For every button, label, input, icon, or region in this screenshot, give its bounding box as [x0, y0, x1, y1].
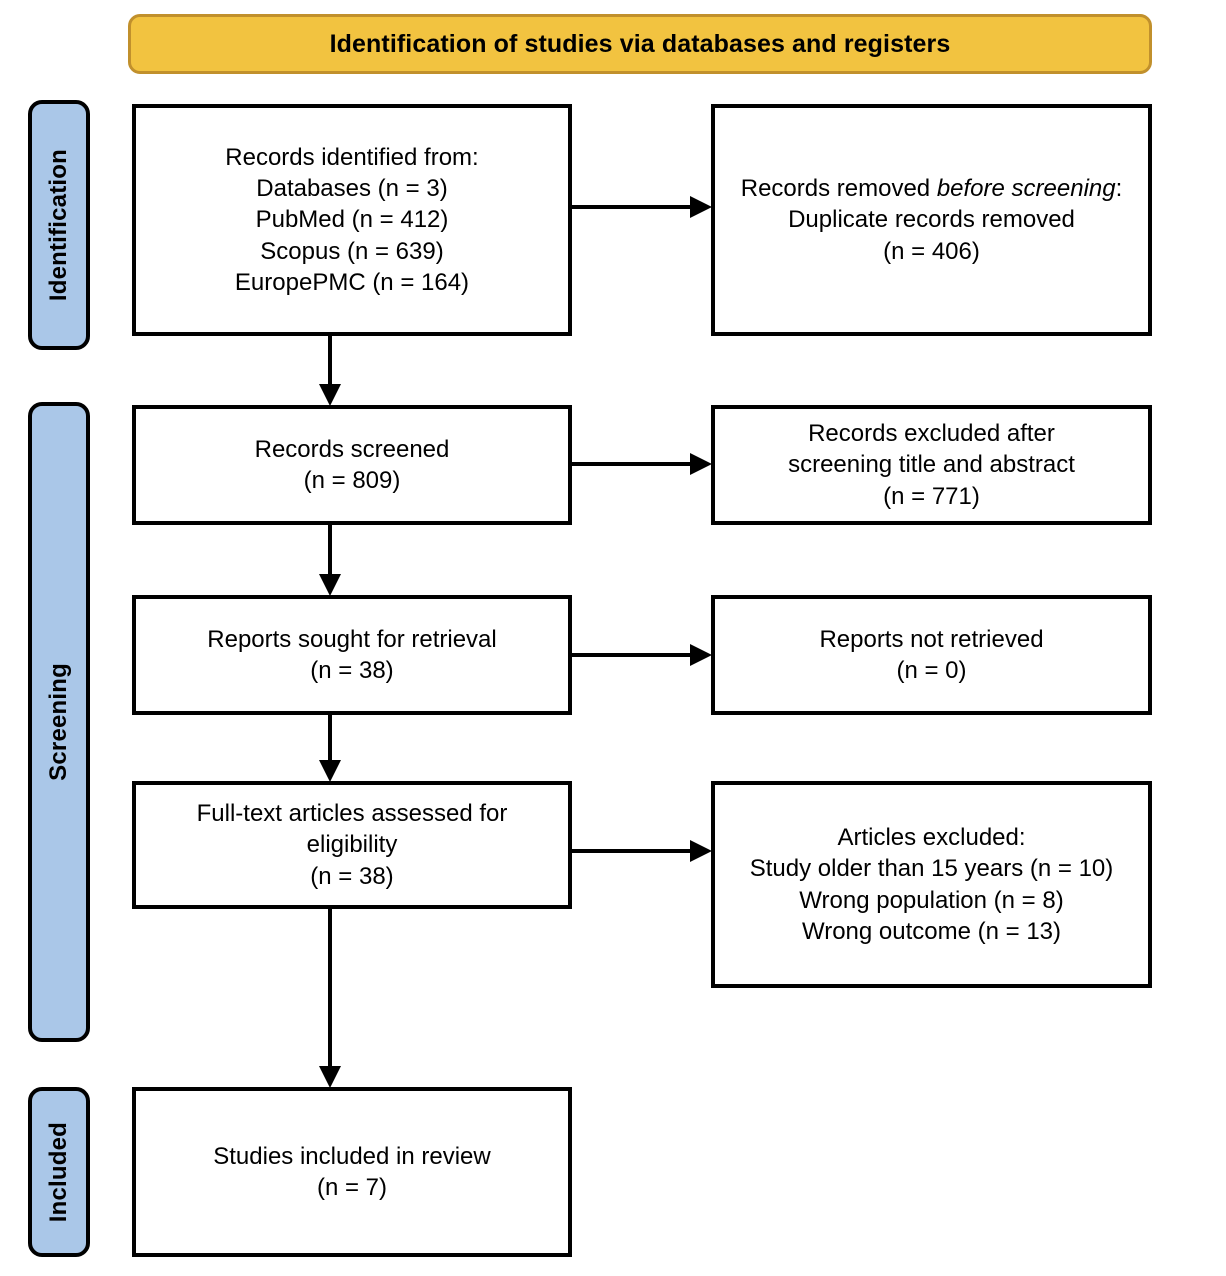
- header-banner: Identification of studies via databases …: [128, 14, 1152, 74]
- box-fulltext-assessed: Full-text articles assessed for eligibil…: [132, 781, 572, 909]
- box-studies-included: Studies included in review (n = 7): [132, 1087, 572, 1257]
- removed-line2: : Duplicate records removed (n = 406): [788, 175, 1123, 265]
- box-reports-not-retrieved-text: Reports not retrieved (n = 0): [819, 625, 1044, 684]
- arrow-identified-to-screened: [316, 334, 344, 406]
- box-records-removed: Records removed before screening: Duplic…: [711, 104, 1152, 336]
- removed-emphasis: before screening: [936, 175, 1116, 203]
- arrow-sought-to-not-retrieved: [570, 641, 712, 669]
- phase-label-screening: Screening: [28, 402, 90, 1042]
- arrow-sought-to-fulltext: [316, 713, 344, 782]
- arrow-screened-to-sought: [316, 523, 344, 596]
- phase-label-identification-text: Identification: [45, 148, 72, 302]
- box-reports-sought: Reports sought for retrieval (n = 38): [132, 595, 572, 715]
- arrow-fulltext-to-articles-excluded: [570, 837, 712, 865]
- phase-label-included-text: Included: [45, 1121, 72, 1223]
- arrow-screened-to-excluded-title-abstract: [570, 450, 712, 478]
- arrow-identified-to-removed: [570, 193, 712, 221]
- box-records-identified-text: Records identified from: Databases (n = …: [225, 144, 479, 296]
- box-records-screened-text: Records screened (n = 809): [254, 435, 450, 494]
- page-title: Identification of studies via databases …: [329, 29, 951, 58]
- arrow-fulltext-to-included: [316, 907, 344, 1088]
- phase-label-identification: Identification: [28, 100, 90, 350]
- box-records-screened: Records screened (n = 809): [132, 405, 572, 525]
- box-reports-not-retrieved: Reports not retrieved (n = 0): [711, 595, 1152, 715]
- phase-label-included: Included: [28, 1087, 90, 1257]
- removed-line1: Records removed: [740, 175, 937, 203]
- box-reports-sought-text: Reports sought for retrieval (n = 38): [207, 625, 497, 684]
- box-studies-included-text: Studies included in review (n = 7): [213, 1142, 491, 1201]
- box-articles-excluded: Articles excluded: Study older than 15 y…: [711, 781, 1152, 988]
- box-records-identified: Records identified from: Databases (n = …: [132, 104, 572, 336]
- box-fulltext-assessed-text: Full-text articles assessed for eligibil…: [196, 800, 508, 890]
- box-records-excluded-title-abstract: Records excluded after screening title a…: [711, 405, 1152, 525]
- box-records-removed-text: Records removed before screening: Duplic…: [741, 173, 1123, 267]
- box-articles-excluded-text: Articles excluded: Study older than 15 y…: [749, 824, 1114, 945]
- phase-label-screening-text: Screening: [45, 663, 72, 781]
- box-records-excluded-title-abstract-text: Records excluded after screening title a…: [788, 420, 1075, 510]
